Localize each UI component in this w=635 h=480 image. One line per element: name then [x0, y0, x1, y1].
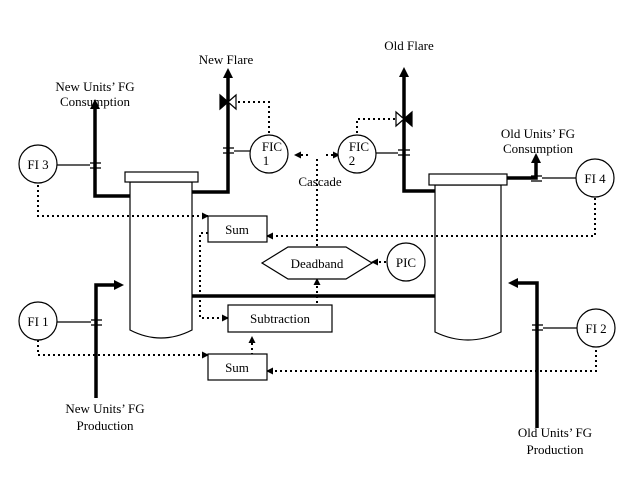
old-units-vessel [428, 173, 508, 341]
fi4-instrument: FI 4 [542, 158, 615, 198]
new-production-line [94, 280, 124, 398]
sum-block-top: Sum [207, 215, 268, 243]
flow-elements [90, 147, 543, 331]
fi3-label: FI 3 [27, 157, 48, 172]
fic2-instrument: FIC 2 [337, 134, 398, 174]
fic2-label-bottom: 2 [349, 153, 356, 168]
sum-bottom-label: Sum [225, 360, 249, 375]
sum-top-label: Sum [225, 222, 249, 237]
fi2-label: FI 2 [585, 321, 606, 336]
fi3-instrument: FI 3 [18, 144, 90, 184]
new-consumption-line [90, 99, 130, 198]
fic1-label-top: FIC [262, 139, 282, 154]
fi1-label: FI 1 [27, 314, 48, 329]
cascade-label: Cascade [298, 174, 342, 189]
new-production-label-2: Production [76, 418, 134, 433]
subtraction-label: Subtraction [250, 311, 310, 326]
deadband-block: Deadband [260, 246, 374, 280]
deadband-label: Deadband [291, 256, 344, 271]
signal-lines [37, 101, 597, 375]
new-flare-line [192, 68, 233, 194]
new-units-vessel [124, 171, 199, 339]
fi4-label: FI 4 [584, 171, 606, 186]
fi2-instrument: FI 2 [543, 308, 616, 348]
old-consumption-label-1: Old Units’ FG [501, 126, 575, 141]
fi1-instrument: FI 1 [18, 301, 91, 341]
pic-instrument: PIC [386, 242, 426, 282]
old-flare-line [399, 67, 435, 193]
new-production-label-1: New Units’ FG [65, 401, 144, 416]
pic-label: PIC [396, 255, 416, 270]
sum-block-bottom: Sum [207, 353, 268, 381]
new-flare-label: New Flare [199, 52, 254, 67]
old-production-line [508, 278, 539, 428]
old-flare-label: Old Flare [384, 38, 434, 53]
old-consumption-line [507, 153, 541, 180]
old-production-label-1: Old Units’ FG [518, 425, 592, 440]
old-consumption-label-2: Consumption [503, 141, 574, 156]
new-consumption-label-2: Consumption [60, 94, 131, 109]
old-flare-valve-icon [395, 110, 413, 128]
process-lines [90, 67, 541, 428]
new-consumption-label-1: New Units’ FG [55, 79, 134, 94]
fic1-instrument: FIC 1 [234, 134, 289, 174]
new-flare-valve-icon [219, 93, 237, 111]
fic1-label-bottom: 1 [263, 153, 270, 168]
subtraction-block: Subtraction [227, 304, 333, 333]
old-production-label-2: Production [526, 442, 584, 457]
fic2-label-top: FIC [349, 139, 369, 154]
